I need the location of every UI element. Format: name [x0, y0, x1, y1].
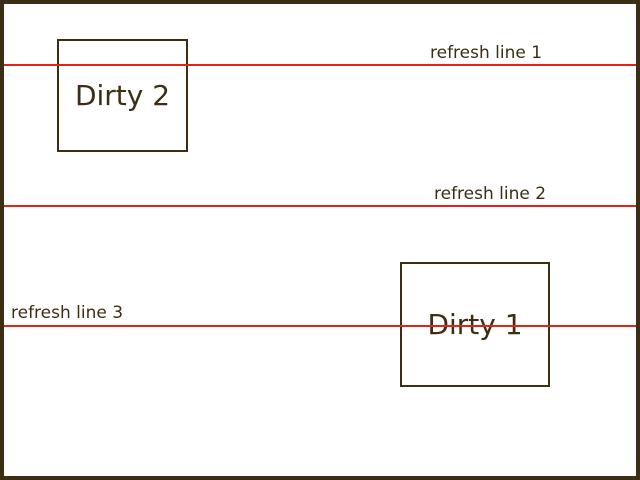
refresh-line-2-label: refresh line 2 [434, 184, 547, 204]
refresh-line-2 [4, 205, 636, 207]
refresh-line-3 [4, 325, 636, 327]
refresh-line-1 [4, 64, 636, 66]
refresh-line-1-label: refresh line 1 [430, 43, 543, 63]
dirty-rect-2: Dirty 2 [57, 39, 188, 152]
dirty-rect-2-label: Dirty 2 [74, 78, 171, 112]
refresh-line-3-label: refresh line 3 [11, 303, 124, 323]
dirty-rect-1-label: Dirty 1 [427, 307, 523, 341]
dirty-rect-1: Dirty 1 [400, 262, 550, 387]
